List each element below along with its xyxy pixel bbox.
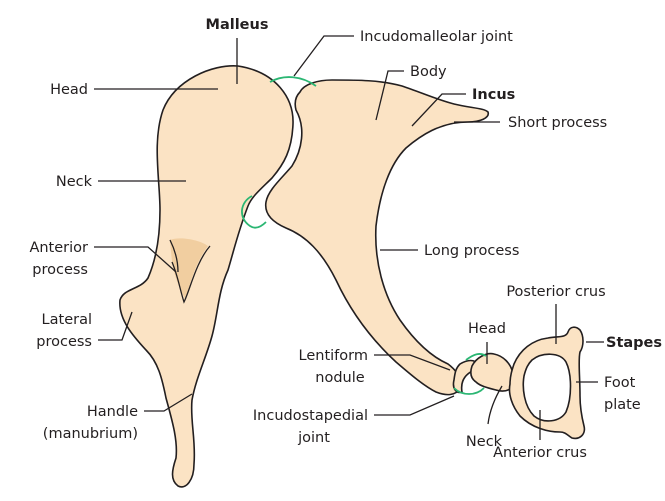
lentiform-nodule-label-line2: nodule [315, 370, 364, 386]
malleus-title: Malleus [206, 17, 269, 33]
incus-title: Incus [472, 87, 515, 103]
stapes-title: Stapes [606, 335, 662, 351]
anterior-process-label-line1: Anterior [29, 240, 88, 256]
incudostapedial-joint-label-line1: Incudostapedial [253, 408, 368, 424]
malleus-head-label: Head [50, 82, 88, 98]
handle-label-line1: Handle [87, 404, 138, 420]
anterior-crus-label: Anterior crus [493, 445, 587, 461]
incudostapedial-joint-label-line2: joint [297, 430, 330, 446]
handle-label-line2: (manubrium) [43, 426, 138, 442]
malleus-neck-label: Neck [56, 174, 93, 190]
long-process-label: Long process [424, 243, 519, 259]
incus-body-label: Body [410, 64, 447, 80]
foot-plate-label-line1: Foot [604, 375, 636, 391]
short-process-label: Short process [508, 115, 607, 131]
stapes-head-label: Head [468, 321, 506, 337]
posterior-crus-label: Posterior crus [506, 284, 605, 300]
anterior-process-label-line2: process [32, 262, 88, 278]
incudomalleolar-joint-leader [294, 36, 354, 76]
lateral-process-label-line1: Lateral [42, 312, 92, 328]
lateral-process-label-line2: process [36, 334, 92, 350]
incudostapedial-joint-leader [374, 396, 454, 415]
lentiform-nodule-label-line1: Lentiform [299, 348, 368, 364]
incudomalleolar-joint-label: Incudomalleolar joint [360, 29, 513, 45]
foot-plate-label-line2: plate [604, 397, 641, 413]
